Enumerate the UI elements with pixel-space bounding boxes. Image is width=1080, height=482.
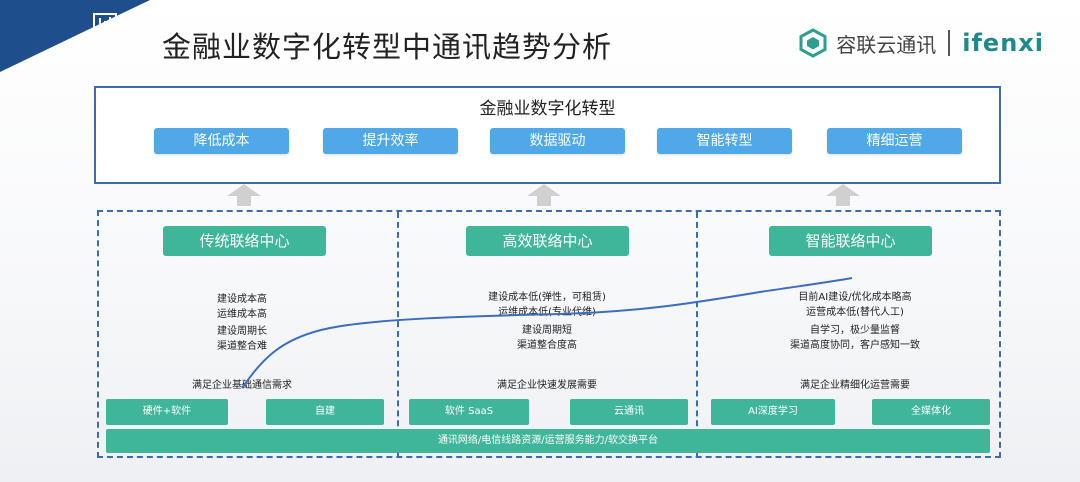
column-desc-period: 建设周期短 渠道整合度高 bbox=[452, 323, 642, 353]
goal-tag: 精细运营 bbox=[827, 128, 962, 154]
goal-tag: 提升效率 bbox=[323, 128, 458, 154]
arrow-up-icon bbox=[527, 184, 561, 206]
solution-tag: 全媒体化 bbox=[872, 399, 990, 425]
column-desc-period: 自学习，极少量监督 渠道高度协同，客户感知一致 bbox=[760, 323, 950, 353]
desc-line: 目前AI建设/优化成本略高 bbox=[798, 292, 912, 303]
transformation-title: 金融业数字化转型 bbox=[479, 99, 616, 119]
column-divider bbox=[696, 212, 698, 456]
brand: 容联云通讯 ifenxi bbox=[798, 26, 1044, 60]
column-title-intelligent: 智能联络中心 bbox=[769, 226, 932, 256]
arrow-up-icon bbox=[227, 184, 261, 206]
solution-tag: 硬件+软件 bbox=[106, 399, 228, 425]
desc-line: 建设周期长 bbox=[217, 326, 267, 337]
brand-name-cn: 容联云通讯 bbox=[836, 32, 937, 57]
column-need: 满足企业精细化运营需要 bbox=[800, 380, 910, 391]
page-title: 金融业数字化转型中通讯趋势分析 bbox=[162, 30, 613, 64]
desc-line: 自学习，极少量监督 bbox=[810, 325, 900, 336]
column-desc-cost: 建设成本低(弹性，可租赁) 运维成本低(专业代维) bbox=[452, 290, 642, 320]
corner-decoration bbox=[0, 0, 150, 72]
column-title-traditional: 传统联络中心 bbox=[163, 226, 326, 256]
desc-line: 建设成本低(弹性，可租赁) bbox=[488, 292, 606, 303]
brand-separator bbox=[948, 30, 951, 56]
column-need: 满足企业基础通信需求 bbox=[192, 380, 292, 391]
desc-line: 建设周期短 bbox=[522, 325, 572, 336]
solution-tag: 软件 SaaS bbox=[409, 399, 529, 425]
transformation-box: 金融业数字化转型 降低成本 提升效率 数据驱动 智能转型 精细运营 bbox=[94, 86, 1001, 184]
goal-tag: 数据驱动 bbox=[490, 128, 625, 154]
chart-icon bbox=[93, 13, 117, 35]
arrow-up-icon bbox=[826, 184, 860, 206]
column-divider bbox=[397, 212, 399, 456]
desc-line: 运维成本高 bbox=[217, 309, 267, 320]
column-desc-cost: 建设成本高 运维成本高 bbox=[162, 292, 322, 322]
desc-line: 渠道整合难 bbox=[217, 341, 267, 352]
goal-tag: 降低成本 bbox=[154, 128, 289, 154]
infrastructure-bar: 通讯网络/电信线路资源/运营服务能力/软交换平台 bbox=[106, 429, 990, 453]
desc-line: 渠道高度协同，客户感知一致 bbox=[790, 340, 920, 351]
brand-name-en: ifenxi bbox=[962, 29, 1044, 57]
desc-line: 建设成本高 bbox=[217, 294, 267, 305]
column-desc-period: 建设周期长 渠道整合难 bbox=[162, 324, 322, 354]
column-title-efficient: 高效联络中心 bbox=[466, 226, 629, 256]
goal-tag: 智能转型 bbox=[657, 128, 792, 154]
solution-tag: AI深度学习 bbox=[711, 399, 835, 425]
solution-tag: 云通讯 bbox=[570, 399, 688, 425]
contact-center-evolution-box bbox=[97, 210, 1001, 458]
desc-line: 渠道整合度高 bbox=[517, 340, 577, 351]
desc-line: 运维成本低(专业代维) bbox=[498, 307, 596, 318]
column-desc-cost: 目前AI建设/优化成本略高 运营成本低(替代人工) bbox=[760, 290, 950, 320]
solution-tag: 自建 bbox=[266, 399, 384, 425]
column-need: 满足企业快速发展需要 bbox=[497, 380, 597, 391]
desc-line: 运营成本低(替代人工) bbox=[806, 307, 904, 318]
brand-logo-icon bbox=[799, 28, 827, 58]
